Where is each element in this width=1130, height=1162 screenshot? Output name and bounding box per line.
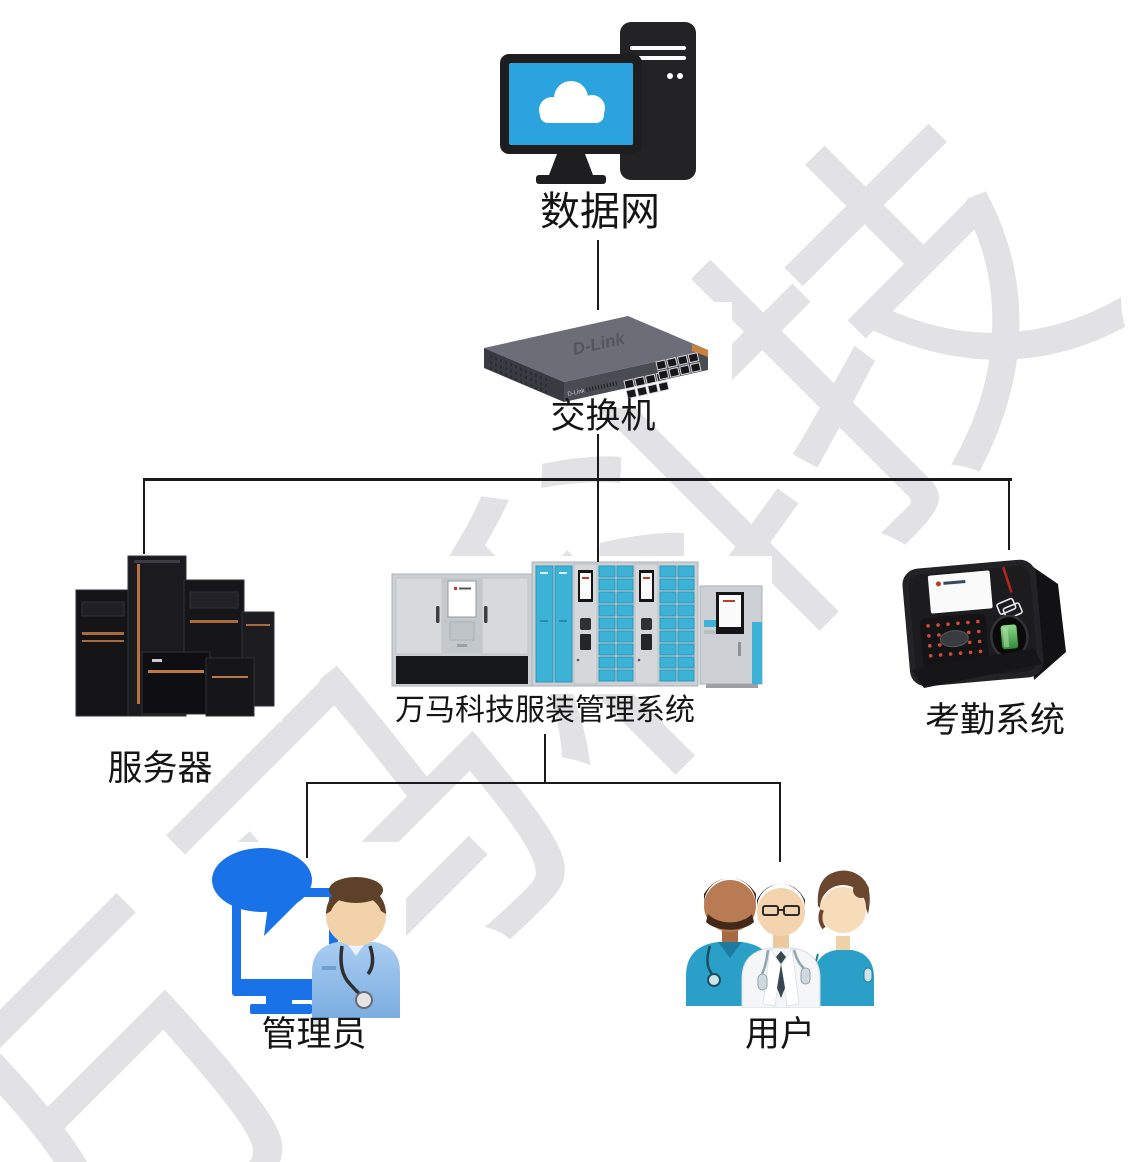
connector-bus2-horizontal <box>306 782 781 784</box>
user-male-2 <box>741 884 821 1008</box>
node-admin <box>206 842 406 1018</box>
admin-person <box>312 877 400 1018</box>
label-admin: 管理员 <box>261 1015 367 1054</box>
locker-system-icon <box>391 561 763 688</box>
label-data-network: 数据网 <box>540 190 660 234</box>
port-block-2 <box>655 352 702 381</box>
node-users <box>680 854 878 1008</box>
orange-tag <box>692 344 708 357</box>
label-users: 用户 <box>744 1015 815 1054</box>
connector-switch-bus <box>597 434 599 479</box>
label-attendance: 考勤系统 <box>924 701 1065 740</box>
label-switch: 交换机 <box>550 397 656 436</box>
node-system <box>386 556 772 694</box>
label-servers: 服务器 <box>107 749 213 788</box>
connector-system-bus2 <box>544 734 546 784</box>
admin-icon <box>212 848 400 1018</box>
connector-bus-system <box>597 480 599 562</box>
users-icon <box>686 870 874 1008</box>
cloud-icon <box>539 81 605 123</box>
connector-bus-servers <box>143 480 145 554</box>
attendance-device-icon <box>902 559 1066 688</box>
user-female <box>814 870 874 1006</box>
switch-icon: D-Link D-Link <box>484 316 708 402</box>
node-data-network <box>490 16 704 192</box>
speech-bubble <box>212 848 312 912</box>
node-servers <box>68 548 282 722</box>
glasses-icon <box>762 905 800 916</box>
connector-bus2-users <box>779 784 781 862</box>
locker-doors <box>598 565 634 682</box>
node-attendance <box>896 552 1088 696</box>
connector-computer-switch <box>597 240 599 310</box>
label-system: 万马科技服装管理系统 <box>395 694 695 727</box>
node-switch: D-Link D-Link <box>456 302 732 408</box>
led-ticks <box>586 381 618 392</box>
connector-bus-horizontal <box>143 478 1012 481</box>
switch-top-face <box>484 316 708 382</box>
switch-brand-front: D-Link <box>567 388 586 398</box>
connector-bus2-admin <box>306 784 308 858</box>
keypad-dots <box>926 619 983 658</box>
cabinet-screen <box>447 580 477 618</box>
server-icon <box>75 555 275 717</box>
connector-bus-attendance <box>1008 480 1010 550</box>
stethoscope-chestpiece <box>355 991 373 1009</box>
computer-icon <box>500 22 696 184</box>
device-screen <box>927 570 993 614</box>
